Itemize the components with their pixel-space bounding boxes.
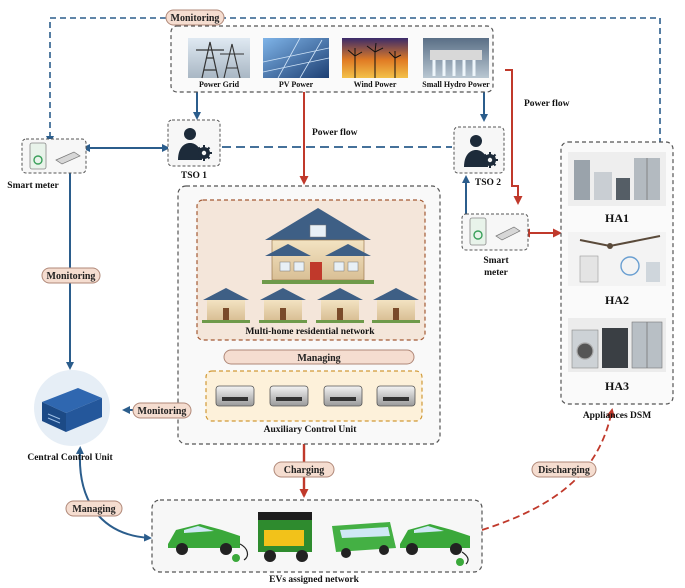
wind-power-image — [342, 38, 408, 78]
energy-sources-panel: Power Grid PV Power Wind Power Small Hyd… — [170, 25, 494, 93]
tso1-node: TSO 1 — [167, 119, 221, 181]
charging-pill: Charging — [273, 461, 335, 478]
aux-device-4 — [376, 385, 416, 407]
pv-power-label: PV Power — [279, 80, 314, 89]
ev-bus — [332, 522, 396, 558]
main-house-image — [262, 208, 374, 284]
monitoring-left-pill: Monitoring — [41, 267, 101, 284]
small-hydro-label: Small Hydro Power — [422, 80, 490, 89]
ha1-label: HA1 — [605, 211, 629, 225]
svg-text:Charging: Charging — [284, 465, 325, 476]
appliances-dsm-panel: HA1 HA2 HA3 Appliances DSM — [560, 141, 674, 421]
tso2-label: TSO 2 — [475, 178, 501, 188]
small-house-2 — [259, 288, 307, 323]
svg-text:Monitoring: Monitoring — [171, 13, 220, 24]
aux-device-3 — [323, 385, 363, 407]
aux-device-1 — [215, 385, 255, 407]
power-grid-label: Power Grid — [199, 80, 240, 89]
svg-text:Managing: Managing — [72, 504, 115, 515]
evs-network-panel: EVs assigned network — [151, 499, 483, 585]
pv-power-image — [262, 37, 330, 79]
svg-text:Monitoring: Monitoring — [138, 406, 187, 417]
ev-car-1 — [168, 524, 249, 562]
svg-text:Monitoring: Monitoring — [47, 271, 96, 282]
wind-power-label: Wind Power — [354, 80, 397, 89]
ha2-image — [568, 232, 666, 286]
residential-panel: Multi-home residential network Auxiliary… — [177, 185, 441, 445]
ha2-label: HA2 — [605, 293, 629, 307]
discharging-pill: Discharging — [531, 461, 597, 478]
smart-meter-right: Smart meter — [461, 213, 529, 278]
power-flow-right-label: Power flow — [524, 99, 570, 109]
smart-meter-left: Smart meter — [7, 138, 87, 191]
power-grid-image — [188, 38, 250, 79]
small-house-1 — [202, 288, 250, 323]
link-ccu-evs — [75, 446, 152, 542]
ha1-image — [568, 152, 666, 206]
appliances-dsm-label: Appliances DSM — [583, 411, 651, 421]
central-control-unit: Central Control Unit — [27, 370, 113, 463]
ccu-label: Central Control Unit — [27, 453, 113, 463]
tso2-node: TSO 2 — [453, 126, 505, 188]
small-house-4 — [372, 288, 420, 323]
tso1-label: TSO 1 — [181, 171, 207, 181]
power-flow-right — [505, 69, 523, 205]
managing-bottom-pill: Managing — [65, 500, 123, 517]
smart-meter-right-label-1: Smart — [483, 256, 509, 266]
svg-text:Managing: Managing — [297, 353, 340, 364]
smart-meter-left-label: Smart meter — [7, 181, 59, 191]
edge-labels: Monitoring Monitoring Monitoring Managin… — [41, 9, 597, 517]
auto-rickshaw — [258, 512, 312, 562]
monitoring-aux-pill: Monitoring — [132, 402, 192, 419]
evs-network-label: EVs assigned network — [269, 575, 359, 585]
ev-car-2 — [400, 524, 470, 566]
operator-gear-icon — [178, 128, 212, 161]
power-flow-center-label: Power flow — [312, 128, 358, 138]
aux-control-label: Auxiliary Control Unit — [264, 425, 358, 435]
operator-gear-icon — [464, 135, 498, 168]
multi-home-label: Multi-home residential network — [245, 327, 375, 337]
small-house-3 — [316, 288, 364, 323]
ha3-label: HA3 — [605, 379, 629, 393]
monitoring-top-pill: Monitoring — [165, 9, 225, 26]
small-hydro-image — [423, 38, 489, 78]
discharging-flow — [481, 408, 616, 531]
ha3-image — [568, 318, 666, 372]
svg-text:Discharging: Discharging — [538, 465, 590, 476]
smart-meter-right-label-2: meter — [484, 268, 509, 278]
aux-device-2 — [269, 385, 309, 407]
managing-center-pill: Managing — [223, 349, 415, 365]
